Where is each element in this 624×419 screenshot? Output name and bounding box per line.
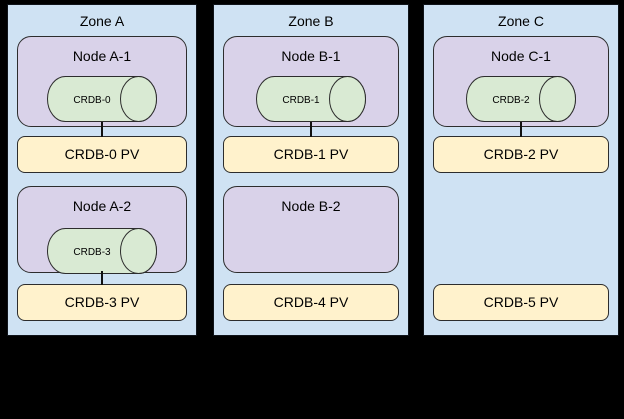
node-a-2: Node A-2 CRDB-3 (17, 186, 187, 274)
pv-crdb-4: CRDB-4 PV (223, 284, 399, 321)
connector-line (101, 122, 103, 137)
connector-line (520, 122, 522, 137)
node-a-1: Node A-1 CRDB-0 (17, 36, 187, 127)
pod-label: CRDB-0 (73, 95, 111, 106)
pv-crdb-5: CRDB-5 PV (433, 284, 609, 321)
pv-crdb-3: CRDB-3 PV (17, 284, 187, 321)
pod-cylinder-icon: CRDB-2 (466, 76, 576, 122)
zone-c: Zone C Node C-1 CRDB-2 CRDB-2 PV CRDB-5 … (423, 4, 619, 336)
node-b-1-label: Node B-1 (281, 48, 341, 64)
node-b-2-label: Node B-2 (281, 198, 341, 214)
node-b-2: Node B-2 (223, 186, 399, 273)
pv-crdb-0: CRDB-0 PV (17, 136, 187, 173)
node-a-1-label: Node A-1 (72, 48, 132, 64)
pod-label: CRDB-3 (73, 247, 111, 258)
pod-cylinder-icon: CRDB-1 (256, 76, 366, 122)
pod-label: CRDB-2 (492, 95, 530, 106)
pv-crdb-2: CRDB-2 PV (433, 136, 609, 173)
zone-a-label: Zone A (79, 13, 125, 29)
zone-a: Zone A Node A-1 CRDB-0 CRDB-0 PV Node A-… (7, 4, 197, 336)
pod-cylinder-icon: CRDB-3 (47, 228, 157, 274)
node-c-1-label: Node C-1 (491, 48, 551, 64)
node-a-2-label: Node A-2 (72, 198, 132, 214)
connector-line (310, 122, 312, 137)
pv-crdb-1: CRDB-1 PV (223, 136, 399, 173)
node-c-1: Node C-1 CRDB-2 (433, 36, 609, 127)
zone-c-label: Zone C (498, 13, 544, 29)
pod-cylinder-icon: CRDB-0 (47, 76, 157, 122)
zone-b: Zone B Node B-1 CRDB-1 CRDB-1 PV Node B-… (213, 4, 409, 336)
zone-b-label: Zone B (288, 13, 334, 29)
node-b-1: Node B-1 CRDB-1 (223, 36, 399, 127)
connector-line (101, 271, 103, 285)
pod-label: CRDB-1 (282, 95, 320, 106)
